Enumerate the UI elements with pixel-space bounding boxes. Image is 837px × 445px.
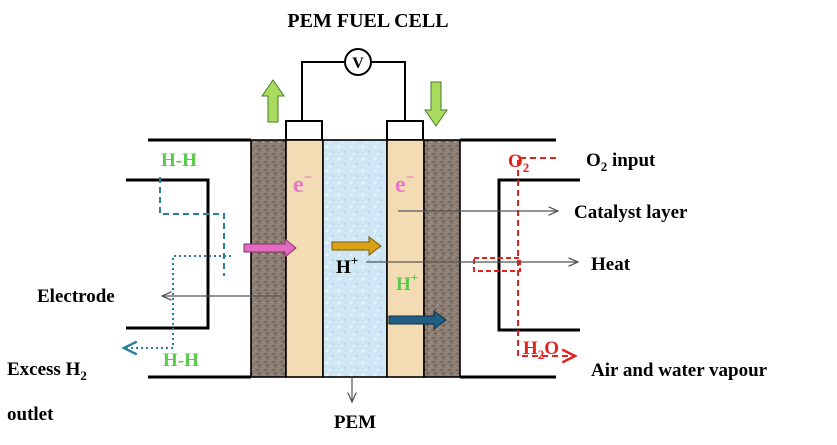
cathode-electrode	[423, 139, 461, 378]
anode-channel	[126, 178, 210, 330]
cathode-terminal	[386, 120, 424, 141]
electron-left-label: e−	[293, 170, 312, 198]
air-water-label: Air and water vapour	[591, 360, 768, 381]
pem-membrane	[322, 139, 388, 378]
o2-input-label: O2 input	[586, 150, 656, 174]
o2-marker-label: O2	[508, 151, 529, 175]
voltmeter-icon: V	[344, 48, 372, 76]
diagram-title: PEM FUEL CELL	[287, 10, 448, 32]
heat-exchange-box	[473, 257, 521, 272]
cathode-catalyst-layer	[386, 139, 425, 378]
proton-center-label: H+	[336, 253, 358, 278]
h2o-marker-label: H2O	[523, 338, 559, 362]
anode-terminal	[285, 120, 323, 141]
oxygen-inflow-path	[517, 157, 575, 356]
anode-catalyst-layer	[285, 139, 324, 378]
voltmeter-symbol: V	[352, 55, 364, 72]
electrode-label: Electrode	[37, 286, 115, 307]
h2-bottom-label: H-H	[163, 350, 199, 371]
up-arrow-icon	[261, 79, 285, 123]
proton-right-label: H+	[396, 270, 418, 295]
h2-top-label: H-H	[161, 150, 197, 171]
heat-label: Heat	[591, 254, 631, 275]
housing	[126, 138, 580, 379]
external-circuit: V	[301, 48, 406, 122]
down-arrow-icon	[424, 81, 448, 127]
outlet-label: outlet	[7, 404, 54, 425]
excess-h2-label: Excess H2	[7, 359, 87, 383]
electron-right-label: e−	[395, 170, 414, 198]
cell-stack	[250, 139, 461, 378]
anode-electrode	[250, 139, 287, 378]
orange-proton-arrow-icon	[331, 236, 382, 256]
hydrogen-inflow-path	[159, 177, 225, 276]
pink-electron-arrow-icon	[243, 237, 297, 259]
navy-proton-arrow-icon	[388, 310, 447, 330]
catalyst-layer-label: Catalyst layer	[574, 202, 688, 223]
cathode-channel	[497, 178, 580, 332]
pem-label: PEM	[334, 412, 376, 433]
hydrogen-excess-path	[124, 255, 231, 348]
